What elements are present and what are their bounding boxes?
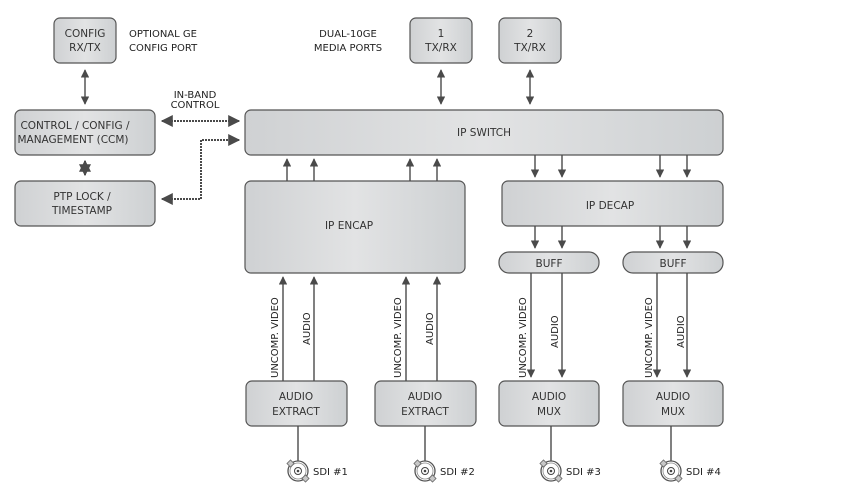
optional-ge-line2: CONFIG PORT <box>129 43 198 54</box>
ip-encap-box: IP ENCAP <box>244 180 466 274</box>
dual-10ge-label: DUAL-10GE MEDIA PORTS <box>314 29 382 54</box>
label-extract1-audio: AUDIO <box>302 312 313 345</box>
audio-mux2-line1: AUDIO <box>656 391 690 403</box>
bnc-lug-top-icon <box>539 459 548 468</box>
bnc-pin-center-icon <box>423 469 427 473</box>
dual-10ge-line1: DUAL-10GE <box>319 29 377 40</box>
port2-line1: 2 <box>527 28 534 40</box>
label-extract2-audio: AUDIO <box>425 312 436 345</box>
optional-ge-line1: OPTIONAL GE <box>129 29 197 40</box>
bnc-inner-ring-icon <box>416 462 434 480</box>
buff-box-1: BUFF <box>498 251 600 274</box>
bnc-inner-ring-icon <box>289 462 307 480</box>
audio-extract-box-2: AUDIO EXTRACT <box>374 380 477 427</box>
ptp-box: PTP LOCK / TIMESTAMP <box>14 180 156 227</box>
buff1-label: BUFF <box>536 258 563 270</box>
label-extract1-video: UNCOMP. VIDEO <box>270 297 281 378</box>
config-rxtx-line1: CONFIG <box>65 28 106 40</box>
sdi-port-4: SDI #4 <box>659 459 721 483</box>
sdi-port-3: SDI #3 <box>539 459 601 483</box>
audio-extract1-line1: AUDIO <box>279 391 313 403</box>
sdi-port-label: SDI #1 <box>313 467 348 478</box>
ip-decap-label: IP DECAP <box>586 200 634 212</box>
media-port-2-box: 2 TX/RX <box>498 17 562 64</box>
sdi-port-label: SDI #3 <box>566 467 601 478</box>
audio-extract2-line1: AUDIO <box>408 391 442 403</box>
sdi-port-1: SDI #1 <box>286 459 348 483</box>
ccm-line1: CONTROL / CONFIG / <box>20 120 130 132</box>
label-mux2-audio: AUDIO <box>676 315 687 348</box>
ip-encap-label: IP ENCAP <box>325 220 373 232</box>
sdi-connectors: SDI #1 SDI #2 SDI #3 SDI #4 <box>286 459 721 483</box>
in-band-control-label: IN-BAND CONTROL <box>171 90 220 111</box>
label-mux2-video: UNCOMP. VIDEO <box>644 297 655 378</box>
port2-line2: TX/RX <box>513 42 546 54</box>
bnc-lug-top-icon <box>286 459 295 468</box>
sdi-port-label: SDI #2 <box>440 467 475 478</box>
bnc-lug-bottom-icon <box>554 474 563 483</box>
ptp-line1: PTP LOCK / <box>53 191 111 203</box>
bnc-pin-center-icon <box>549 469 553 473</box>
audio-mux1-line2: MUX <box>537 406 561 418</box>
bnc-lug-bottom-icon <box>301 474 310 483</box>
in-band-line2: CONTROL <box>171 100 220 111</box>
bnc-lug-top-icon <box>659 459 668 468</box>
ptp-line2: TIMESTAMP <box>51 205 112 217</box>
ip-switch-box: IP SWITCH <box>244 109 724 156</box>
audio-mux2-line2: MUX <box>661 406 685 418</box>
sdi-port-label: SDI #4 <box>686 467 721 478</box>
port1-line2: TX/RX <box>424 42 457 54</box>
audio-extract2-line2: EXTRACT <box>401 406 449 418</box>
ip-decap-box: IP DECAP <box>501 180 724 227</box>
ccm-box: CONTROL / CONFIG / MANAGEMENT (CCM) <box>14 109 156 156</box>
bnc-pin-center-icon <box>296 469 300 473</box>
optional-ge-label: OPTIONAL GE CONFIG PORT <box>129 29 198 54</box>
ccm-line2: MANAGEMENT (CCM) <box>17 134 128 146</box>
dual-10ge-line2: MEDIA PORTS <box>314 43 382 54</box>
port1-line1: 1 <box>438 28 445 40</box>
media-port-1-box: 1 TX/RX <box>409 17 473 64</box>
audio-mux-box-2: AUDIO MUX <box>622 380 724 427</box>
bnc-inner-ring-icon <box>542 462 560 480</box>
bnc-lug-bottom-icon <box>674 474 683 483</box>
config-rxtx-line2: RX/TX <box>69 42 101 54</box>
connectors <box>79 69 692 461</box>
label-mux1-video: UNCOMP. VIDEO <box>518 297 529 378</box>
label-extract2-video: UNCOMP. VIDEO <box>393 297 404 378</box>
buff2-label: BUFF <box>660 258 687 270</box>
bnc-lug-bottom-icon <box>428 474 437 483</box>
buff-box-2: BUFF <box>622 251 724 274</box>
in-band-line1: IN-BAND <box>174 90 217 101</box>
bnc-inner-ring-icon <box>662 462 680 480</box>
audio-mux-box-1: AUDIO MUX <box>498 380 600 427</box>
arrow-ptp-switch <box>160 134 241 205</box>
bnc-lug-top-icon <box>413 459 422 468</box>
audio-mux1-line1: AUDIO <box>532 391 566 403</box>
ip-switch-label: IP SWITCH <box>457 127 511 139</box>
config-rxtx-box: CONFIG RX/TX <box>53 17 117 64</box>
sdi-port-2: SDI #2 <box>413 459 475 483</box>
bnc-pin-center-icon <box>669 469 673 473</box>
label-mux1-audio: AUDIO <box>550 315 561 348</box>
audio-extract-box-1: AUDIO EXTRACT <box>245 380 348 427</box>
audio-extract1-line2: EXTRACT <box>272 406 320 418</box>
